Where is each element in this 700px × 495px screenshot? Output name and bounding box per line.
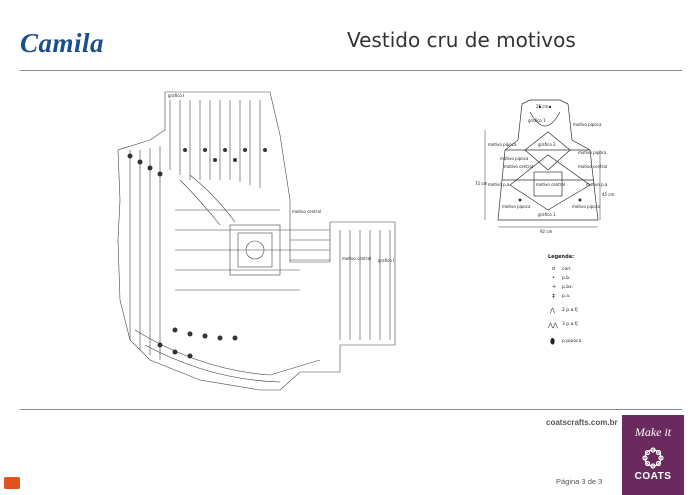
schema-motivo-pipoca-2: motivo pipoca (488, 142, 517, 147)
legend-label-pa: p.a. (562, 294, 570, 299)
schema-height: 72 cm (475, 181, 488, 186)
page-number: Página 3 de 3 (556, 477, 603, 486)
legend-symbol-2pafj: ⋀ (549, 307, 555, 314)
schema-motivo-pa-l: motivo p.a. (488, 182, 511, 187)
schema-grafico1-bottom: grafico 1 (538, 212, 556, 217)
website-link[interactable]: coatscrafts.com.br (546, 418, 618, 427)
legend-symbol-corr: o (552, 266, 555, 272)
label-grafico-i: grafico I (378, 258, 394, 263)
legend-label-pipoca: p.pipoca (562, 338, 581, 344)
logo-makeit-text: Make it (634, 425, 672, 439)
schema-motivo-pipoca-3: motivo pipoca (578, 150, 607, 155)
logo-ring-icon (642, 447, 664, 469)
schema-motivo-pa-r: motivo p.a. (586, 182, 609, 187)
page-title: Vestido cru de motivos (347, 28, 576, 52)
schema-top-measure: 25 cm (536, 104, 549, 109)
legend-label-pb: p.b. (562, 275, 571, 281)
legend-label-3pafj: 3 p.a.fj (562, 321, 578, 327)
legend-label-2pafj: 2 p.a.fj (562, 307, 578, 313)
legend-title: Legenda: (548, 254, 574, 260)
legend-symbol-pipoca: ⬮ (550, 337, 555, 346)
corner-badge-icon (4, 477, 20, 489)
legend-symbol-pbx: + (552, 284, 556, 290)
brand-logo: Camila (20, 28, 105, 58)
footer-divider (20, 409, 682, 410)
schema-motivo-pipoca-5: motivo pipoca (502, 204, 531, 209)
legend-symbol-pb: • (552, 275, 555, 281)
schema-grafico1-top: grafico 1 (528, 118, 546, 123)
logo-coats-text: COATS (634, 471, 672, 482)
coats-logo: Make it COATS (622, 415, 684, 495)
label-motivo-central-2: motivo central (342, 256, 371, 261)
header-divider (20, 70, 682, 71)
schema-motivo-pipoca-4: motivo pipoca (500, 156, 529, 161)
legend-symbol-3pafj: ⋀⋀ (547, 322, 558, 329)
schema-bottom-measure: 92 cm (540, 229, 553, 234)
legend-label-corr: corr. (562, 266, 572, 272)
label-motivo-central: motivo central (292, 209, 321, 214)
schema-motivo-central-r: motivo central (578, 164, 607, 169)
legend-symbol-pa: ‡ (552, 293, 555, 300)
schema-motivo-central-mid: motivo central (536, 182, 565, 187)
label-grafico1: grafico I (168, 93, 184, 98)
schema-motivo-central-l: motivo central (504, 164, 533, 169)
schema-grafico2: grafico 2 (538, 142, 556, 147)
schema-motivo-pipoca-6: motivo pipoca (572, 204, 601, 209)
schema-motivo-pipoca-1: motivo pipoca (573, 122, 602, 127)
schema-side-measure: 45 cm (602, 192, 615, 197)
legend-label-pbx: p.bx. (562, 284, 573, 290)
